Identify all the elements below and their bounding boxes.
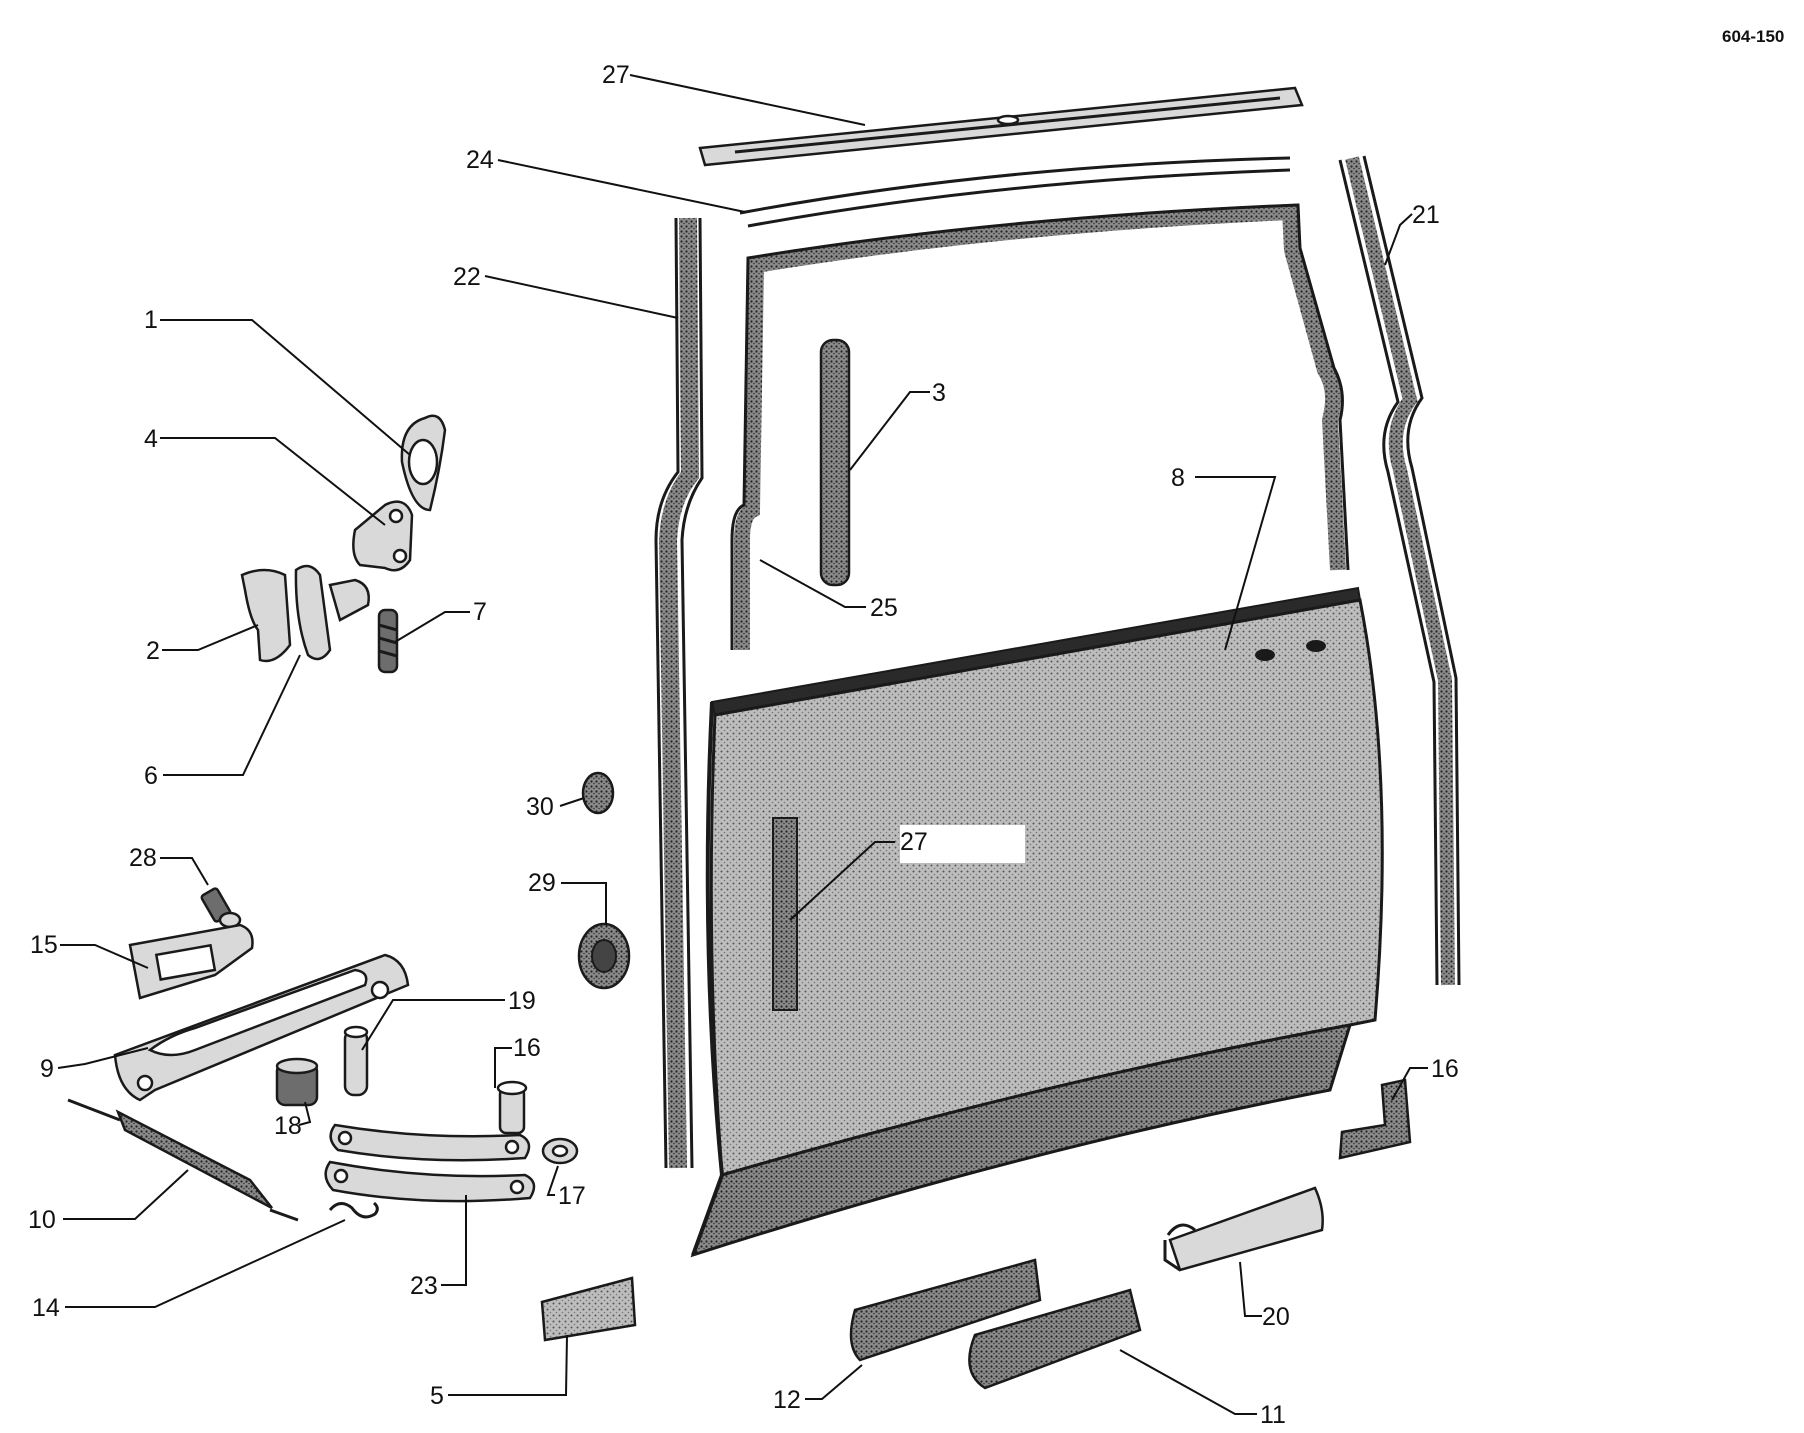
part-24-upper-channel <box>739 156 1291 228</box>
callout-6-hinge-half: 6 <box>144 762 158 790</box>
part-7-spring-pin <box>377 608 399 674</box>
part-3-rubber-rod <box>819 338 851 587</box>
part-20-weatherstrip <box>1163 1186 1324 1272</box>
part-10-spring <box>67 1098 299 1222</box>
callout-23-check-straps: 23 <box>410 1272 438 1300</box>
callout-12-seal: 12 <box>773 1386 801 1414</box>
callout-30-grommet: 30 <box>526 793 554 821</box>
callout-19-roller: 19 <box>508 987 536 1015</box>
part-29-grommet <box>577 922 631 990</box>
callout-3-rubber-rod: 3 <box>932 379 946 407</box>
callout-15-plate: 15 <box>30 931 58 959</box>
callout-27-top-rail: 27 <box>602 61 630 89</box>
part-8-door-panel <box>690 586 1384 1258</box>
part-12-seal <box>849 1258 1042 1362</box>
part-23-check-straps <box>324 1123 536 1203</box>
leader-lines <box>57 74 1428 1415</box>
part-1-hinge-cup <box>400 414 447 512</box>
callout-11-seal: 11 <box>1260 1401 1286 1429</box>
part-17-washer <box>541 1137 579 1165</box>
callout-25-window-seal: 25 <box>870 594 898 622</box>
callout-28-screw: 28 <box>129 844 157 872</box>
part-15-plate <box>128 923 254 1000</box>
callout-8-door-panel: 8 <box>1171 464 1185 492</box>
part-19-roller <box>343 1025 369 1097</box>
part-16-pin <box>496 1080 528 1135</box>
callout-14-clip: 14 <box>32 1294 60 1322</box>
callout-20-weatherstrip: 20 <box>1262 1303 1290 1331</box>
part-2-split-bushing <box>240 568 292 663</box>
part-30-grommet <box>581 771 615 815</box>
callout-1-hinge-cup: 1 <box>144 306 158 334</box>
callout-16-corner-bracket: 16 <box>1431 1055 1459 1083</box>
part-9-check-arm <box>113 953 410 1102</box>
part-18-nut <box>275 1057 319 1107</box>
callout-24-upper-channel: 24 <box>466 146 494 174</box>
callout-2-split-bushing: 2 <box>146 637 160 665</box>
callout-10-spring: 10 <box>28 1206 56 1234</box>
callout-21-right-strip: 21 <box>1412 201 1440 229</box>
callout-22-left-strip: 22 <box>453 263 481 291</box>
callout-4-hinge-bracket: 4 <box>144 425 158 453</box>
part-21-right-strip <box>1345 156 1455 986</box>
part-25-window-seal <box>734 203 1346 650</box>
callout-7-spring-pin: 7 <box>473 598 487 626</box>
part-14-clip <box>328 1201 379 1219</box>
callout-29-grommet: 29 <box>528 869 556 897</box>
part-6-hinge-half <box>294 564 370 661</box>
part-16-corner-bracket <box>1338 1078 1412 1160</box>
part-11-seal <box>968 1288 1142 1390</box>
part-28-screw <box>200 887 242 929</box>
drawing-number: 604-150 <box>1722 27 1784 46</box>
callout-5-pad: 5 <box>430 1382 444 1410</box>
callout-17-washer: 17 <box>558 1182 586 1210</box>
part-22-left-strip <box>658 217 700 1169</box>
part-27-top-rail <box>698 86 1304 167</box>
part-5-pad <box>540 1276 637 1342</box>
callout-27-panel-strip: 27 <box>900 828 928 856</box>
callout-9-check-arm: 9 <box>40 1055 54 1083</box>
callout-16-pin: 16 <box>513 1034 541 1062</box>
callout-18-nut: 18 <box>274 1112 302 1140</box>
part-4-hinge-bracket <box>352 500 414 572</box>
